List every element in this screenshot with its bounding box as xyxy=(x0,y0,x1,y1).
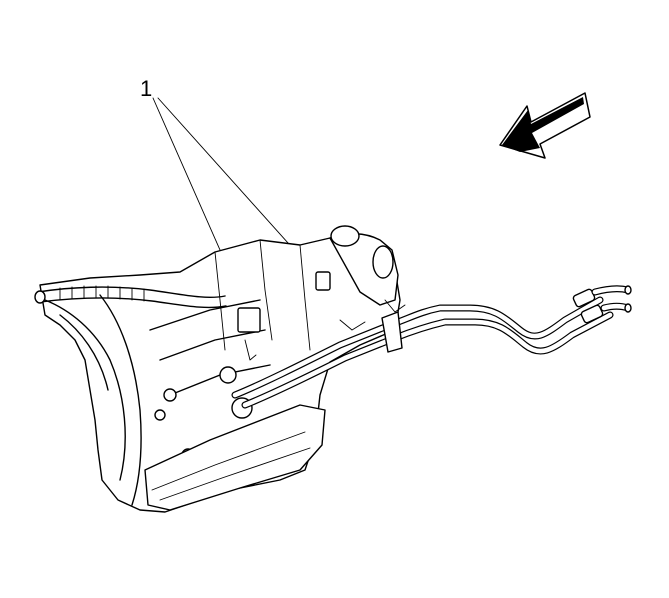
front-direction-arrow-icon xyxy=(499,92,591,159)
callout-1-label: 1 xyxy=(140,76,152,101)
cooler-line-bracket xyxy=(381,311,403,353)
transmission-cooler-lines xyxy=(231,285,632,409)
transmission-assembly xyxy=(34,225,406,513)
